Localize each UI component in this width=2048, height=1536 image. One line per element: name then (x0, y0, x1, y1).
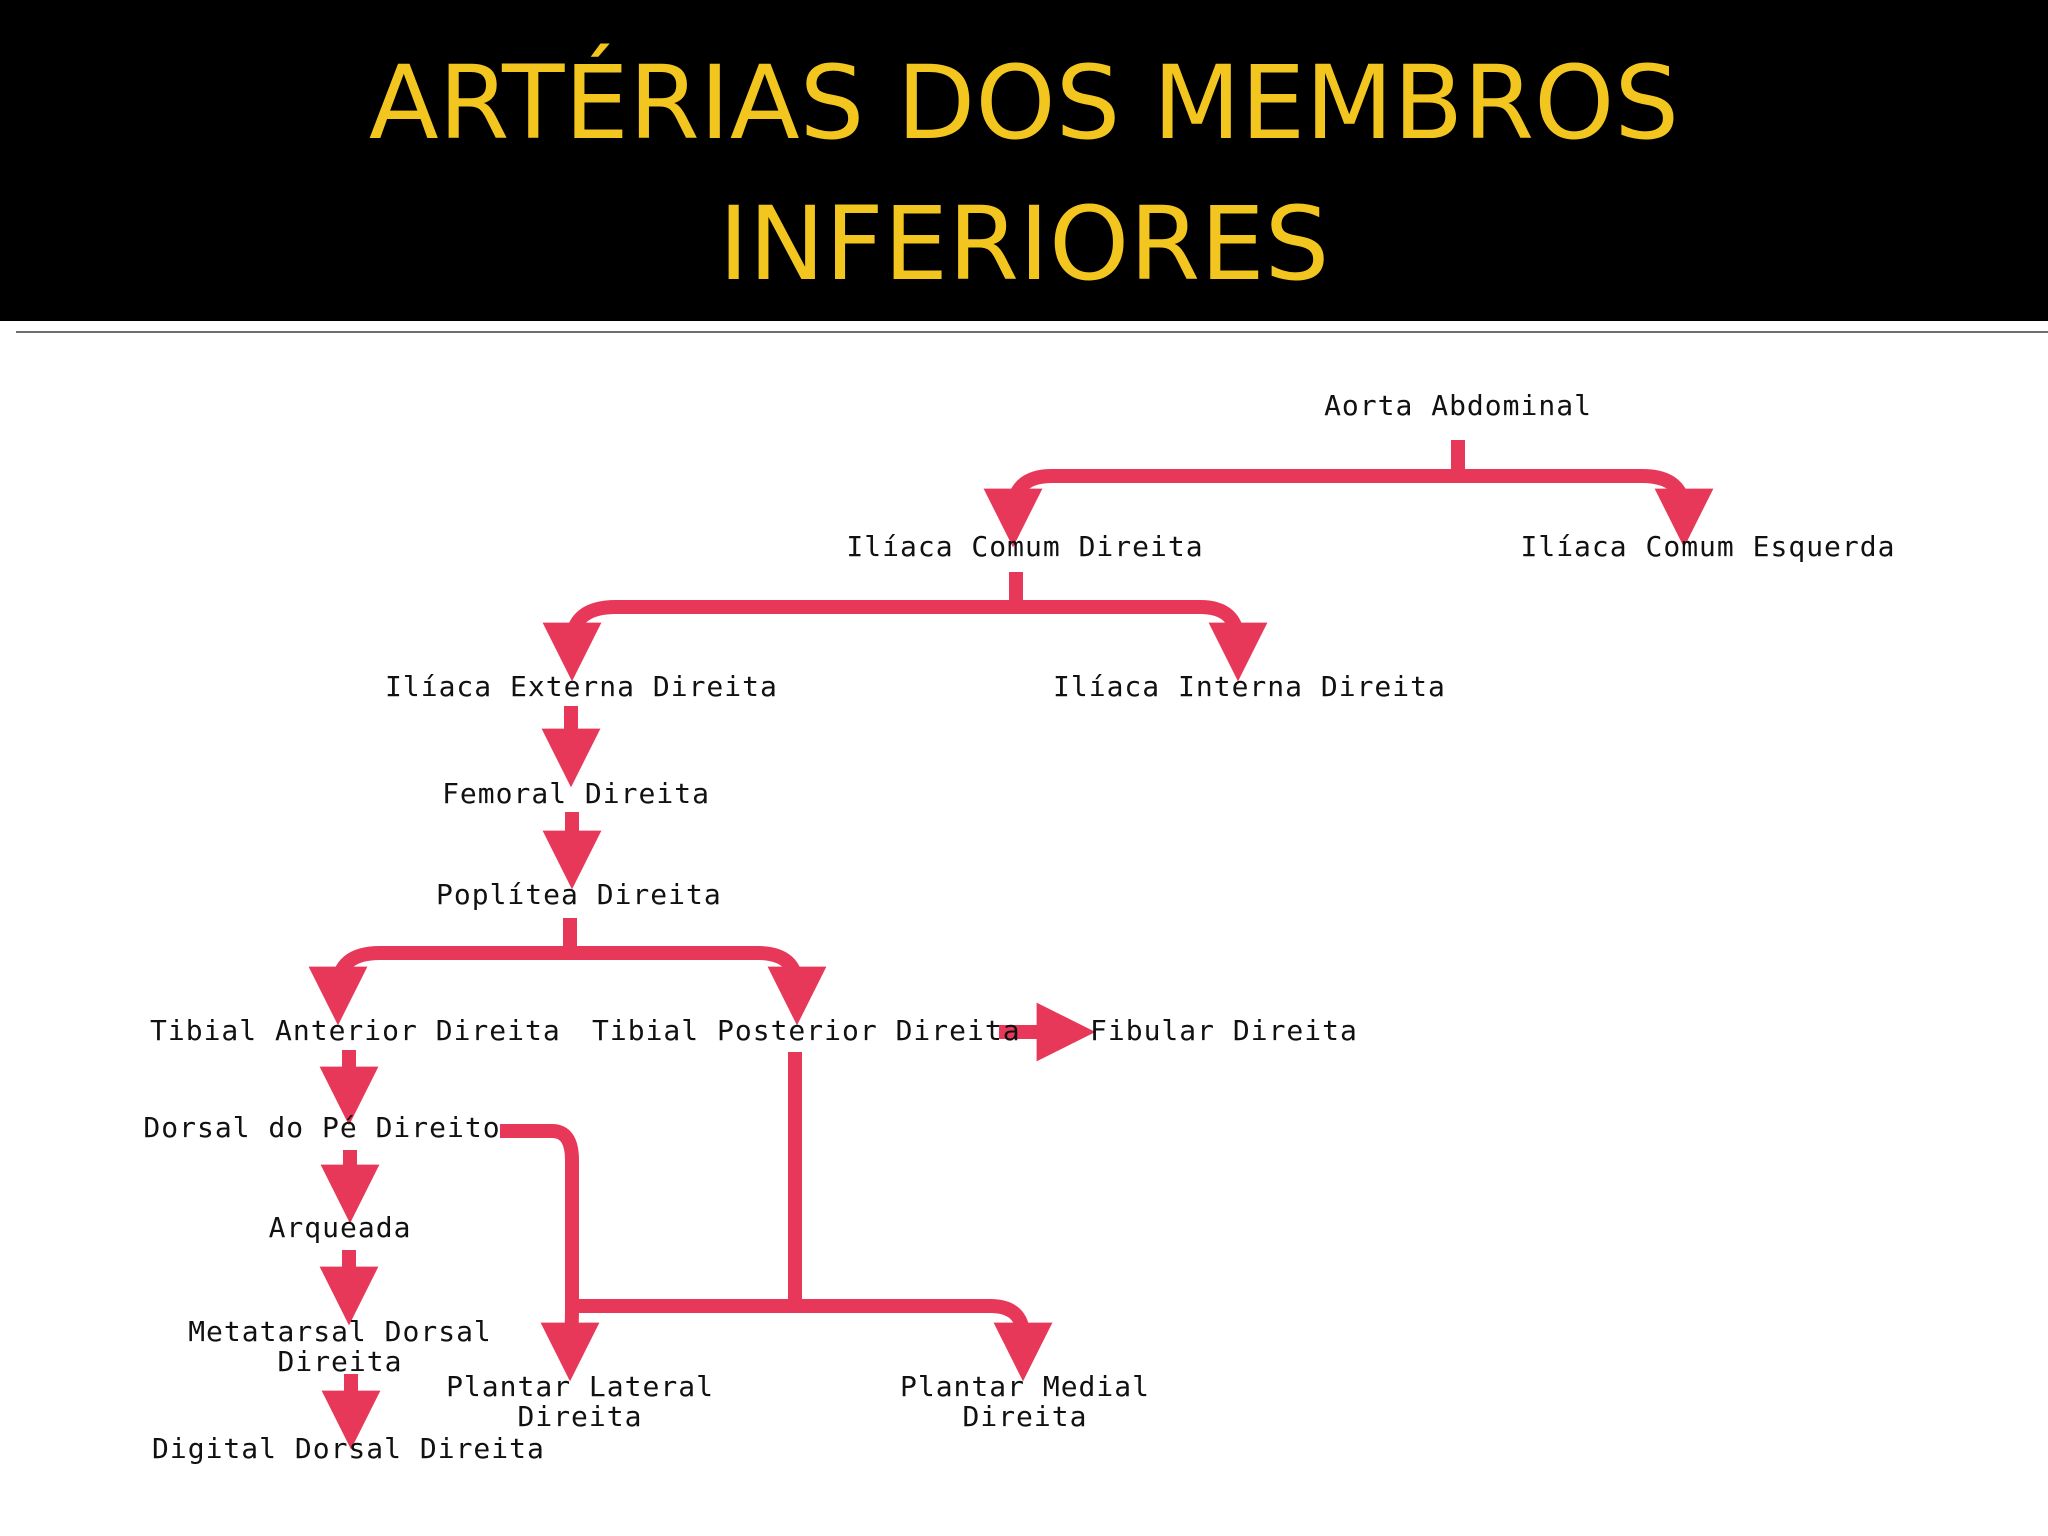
arrow-dorsal-pe-to-plantar-lateral (500, 1124, 600, 1382)
slide-header: ARTÉRIAS DOS MEMBROS INFERIORES (0, 0, 2048, 321)
arrow-iliaca-comum-to-interna (1016, 600, 1268, 682)
node-femoral-direita: Femoral Direita (442, 777, 710, 810)
node-digital-dorsal-direita: Digital Dorsal Direita (152, 1432, 545, 1465)
slide-title-line-1: ARTÉRIAS DOS MEMBROS (368, 44, 1680, 163)
node-fibular-direita: Fibular Direita (1090, 1014, 1358, 1047)
node-tibial-anterior-direita: Tibial Anterior Direita (150, 1014, 561, 1047)
header-divider (16, 331, 2048, 333)
node-arqueada: Arqueada (268, 1211, 412, 1244)
node-tibial-posterior-direita: Tibial Posterior Direita (592, 1014, 1021, 1047)
line-plantar-connector (572, 1299, 1053, 1382)
node-poplitea-direita: Poplítea Direita (436, 878, 722, 911)
arrow-iliaca-comum-to-externa (542, 572, 1023, 682)
arrow-aorta-to-iliaca-comum-direita (983, 440, 1465, 548)
arrow-poplitea-to-tibial-anterior (308, 918, 577, 1026)
arrow-aorta-to-iliaca-comum-esquerda (1458, 469, 1714, 548)
slide-title-line-2: INFERIORES (718, 185, 1330, 304)
node-iliaca-comum-esquerda: Ilíaca Comum Esquerda (1520, 530, 1896, 563)
node-aorta-abdominal: Aorta Abdominal (1324, 389, 1592, 422)
node-iliaca-interna-direita: Ilíaca Interna Direita (1053, 670, 1446, 703)
node-plantar-medial-direita: Plantar Medial Direita (899, 1370, 1150, 1433)
node-iliaca-comum-direita: Ilíaca Comum Direita (846, 530, 1204, 563)
arrow-poplitea-to-tibial-posterior (570, 946, 827, 1026)
node-iliaca-externa-direita: Ilíaca Externa Direita (385, 670, 778, 703)
node-plantar-lateral-direita: Plantar Lateral Direita (446, 1370, 714, 1433)
node-dorsal-do-pe-direito: Dorsal do Pé Direito (143, 1111, 501, 1144)
node-metatarsal-dorsal-direita: Metatarsal Dorsal Direita (188, 1315, 492, 1378)
